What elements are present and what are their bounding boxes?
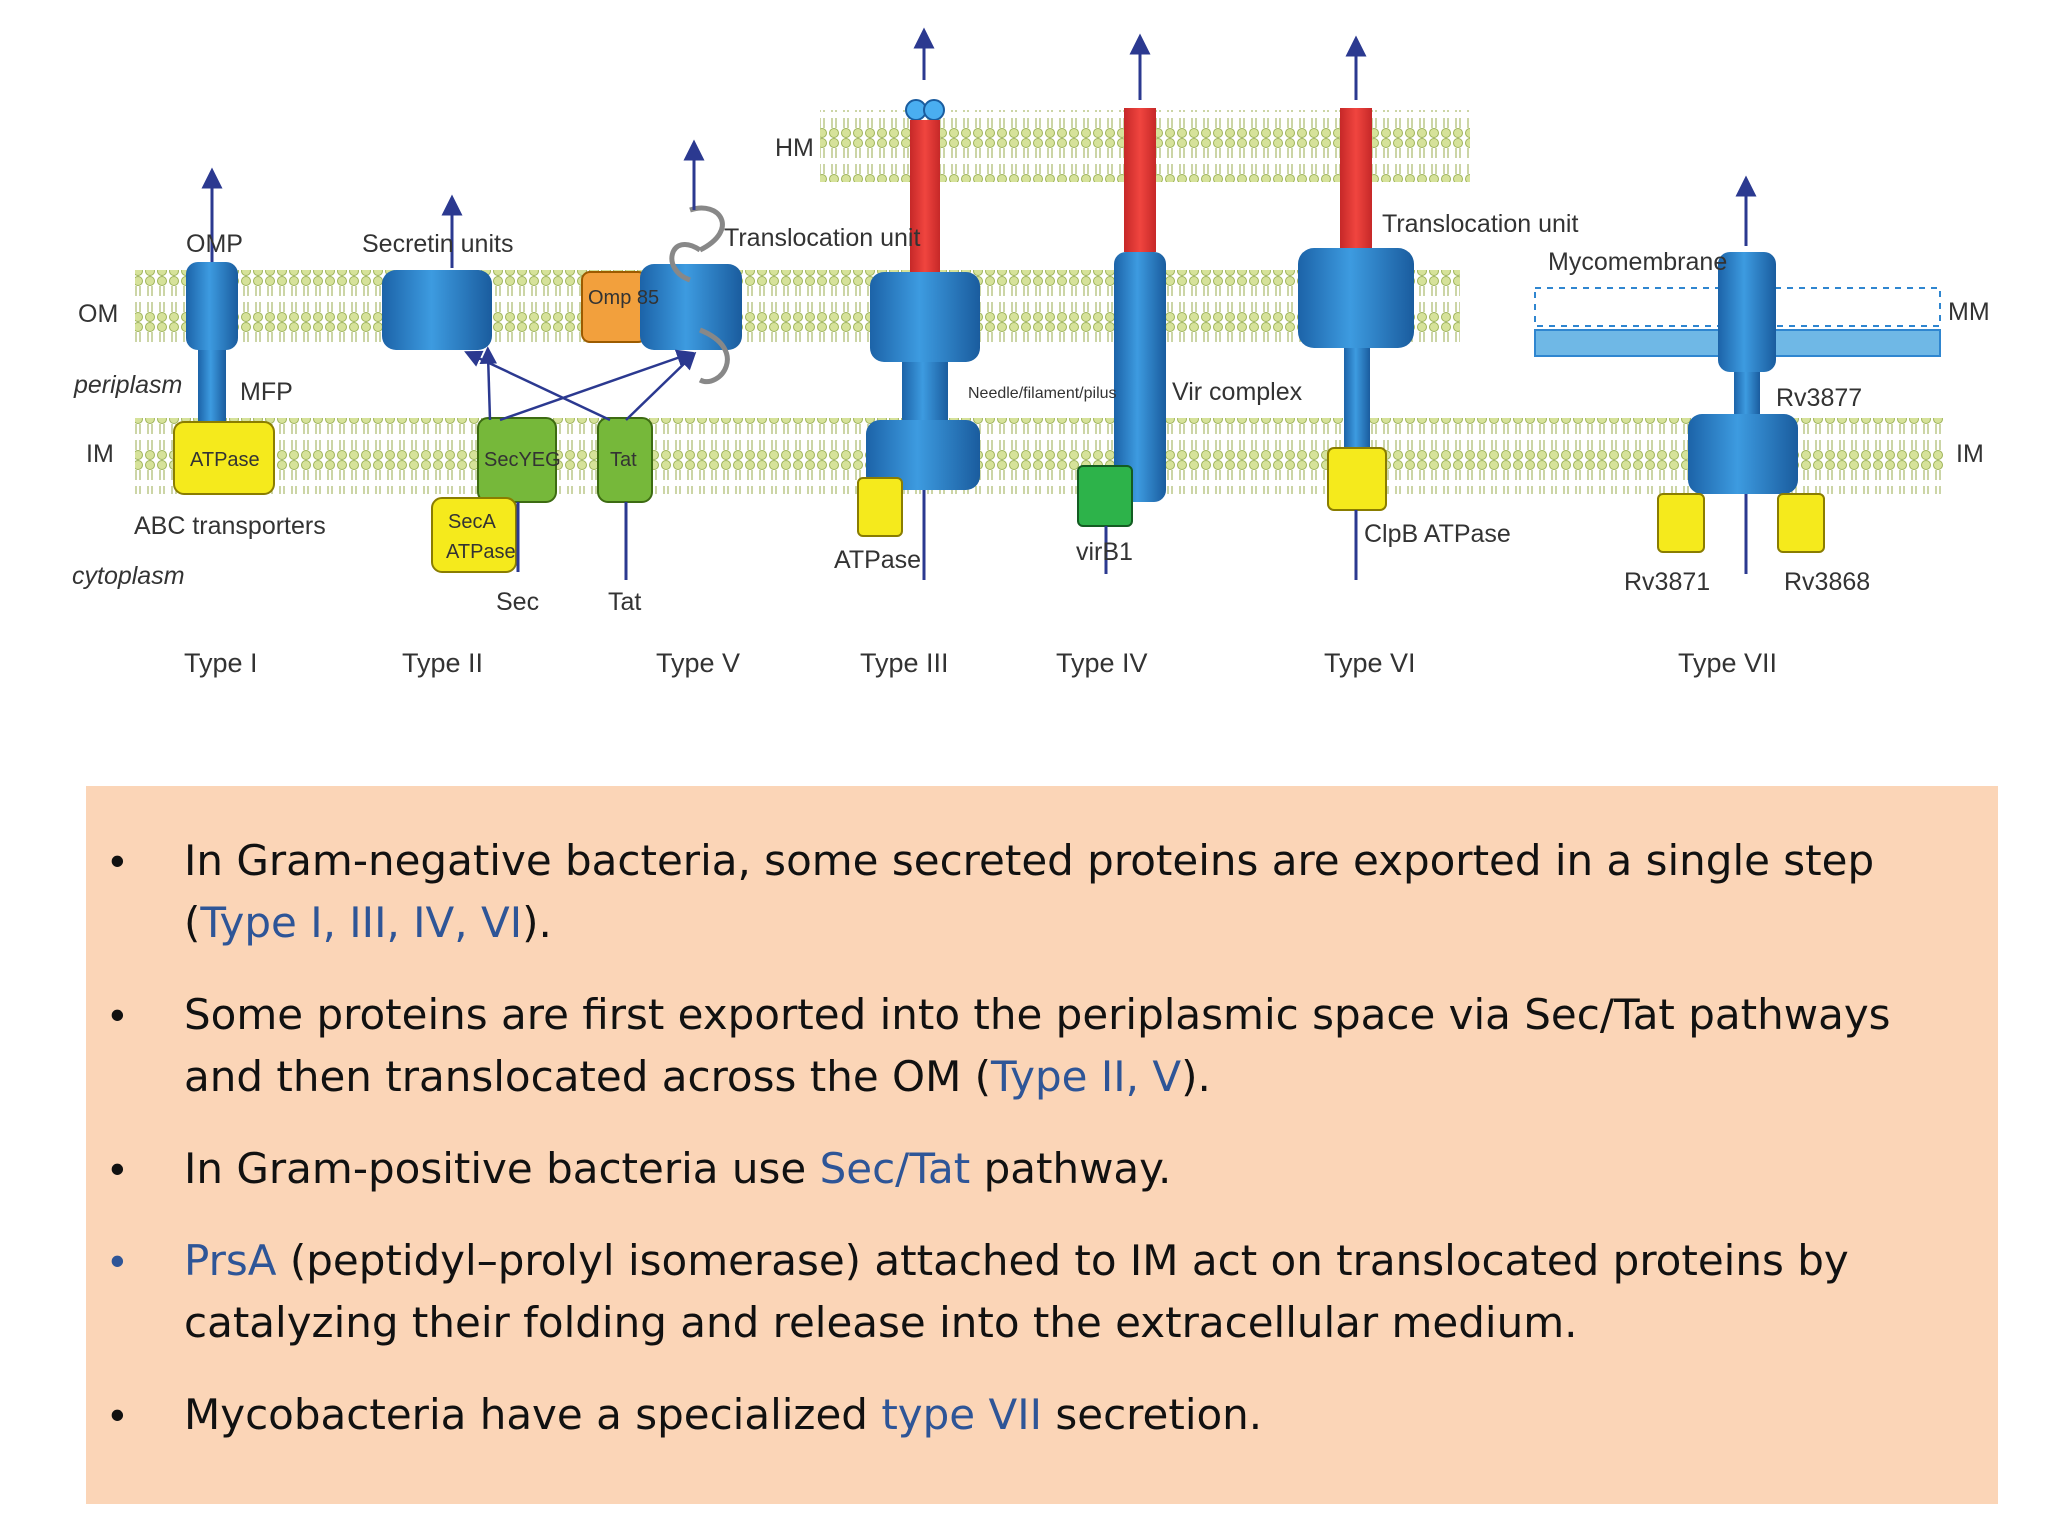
label-rv3877: Rv3877 [1776,384,1862,412]
bullet-text: Some proteins are first exported into th… [184,990,1891,1101]
label-seca-1: SecA [448,511,496,533]
label-secretin: Secretin units [362,230,513,258]
omp-channel [186,262,238,350]
type-label: Type I [184,648,258,678]
label-seca-2: ATPase [446,541,516,563]
bullet-dot: • [110,1391,125,1438]
bullet-item: • In Gram-negative bacteria, some secret… [86,830,1958,954]
type7-shaft [1734,372,1760,416]
vir-complex [1114,252,1166,502]
label-atpase-type3: ATPase [834,546,921,574]
type3-rod [902,362,948,420]
rv3868-box [1777,493,1825,553]
label-hm: HM [775,134,814,162]
needle-tip-right [923,99,945,121]
label-tat-box: Tat [610,449,637,471]
label-rv3868: Rv3868 [1784,568,1870,596]
atpase-type3 [857,477,903,537]
label-needle: Needle/filament/pilus [968,385,1117,402]
secretin-units [382,270,492,350]
bullet-text: In Gram-negative bacteria, some secreted… [184,836,1875,947]
im-membrane [135,418,1945,494]
type-label: Type IV [1056,648,1148,678]
clpb-atpase-box [1327,447,1387,511]
bullet-box: • In Gram-negative bacteria, some secret… [86,786,1998,1504]
label-atpase-type1: ATPase [190,449,260,471]
label-rv3871: Rv3871 [1624,568,1710,596]
label-virb1: virB1 [1076,538,1133,566]
label-clpb: ClpB ATPase [1364,520,1511,548]
virb1-box [1077,465,1133,527]
bullet-text: PrsA (peptidyl–prolyl isomerase) attache… [184,1236,1849,1347]
label-abc: ABC transporters [134,512,326,540]
label-omp85: Omp 85 [588,287,659,309]
type3-im-ring [866,420,980,490]
type6-shaft [1344,348,1370,458]
bullet-item: • In Gram-positive bacteria use Sec/Tat … [86,1138,1958,1200]
needle-red [910,120,940,272]
label-translocation-vi: Translocation unit [1382,210,1578,238]
label-om: OM [78,300,118,328]
bullet-text: In Gram-positive bacteria use Sec/Tat pa… [184,1144,1172,1193]
tube-red [1340,108,1372,248]
type3-om-ring [870,272,980,362]
mfp-channel [198,350,226,422]
pilus-red [1124,108,1156,252]
type-label: Type VI [1324,648,1416,678]
label-mm: MM [1948,298,1990,326]
translocation-unit-v [640,264,742,350]
label-im-left: IM [86,440,114,468]
label-tat: Tat [608,588,641,616]
label-mycomembrane: Mycomembrane [1548,248,1727,276]
atpase-type1 [173,421,275,495]
label-sec: Sec [496,588,539,616]
label-mfp: MFP [240,378,293,406]
type-label: Type V [656,648,740,678]
label-omp: OMP [186,230,243,258]
type7-mm-channel [1718,252,1776,372]
translocation-unit-vi [1298,248,1414,348]
om-membrane [135,270,1460,346]
rv3871-box [1657,493,1705,553]
bullet-text: Mycobacteria have a specialized type VII… [184,1390,1263,1439]
bullet-item: • Some proteins are first exported into … [86,984,1958,1108]
type7-im-complex [1688,414,1798,494]
label-cytoplasm: cytoplasm [72,562,185,590]
bullet-dot: • [110,1237,125,1284]
secretion-systems-diagram: HM OM periplasm IM cytoplasm MM IM OMP M… [72,27,1990,678]
label-vir-complex: Vir complex [1172,378,1303,406]
bullet-item: • PrsA (peptidyl–prolyl isomerase) attac… [86,1230,1958,1354]
label-translocation-v: Translocation unit [724,224,920,252]
bullet-item: • Mycobacteria have a specialized type V… [86,1384,1958,1446]
label-secyeg: SecYEG [484,449,561,471]
bullet-dot: • [110,837,125,884]
label-im-right: IM [1956,440,1984,468]
label-periplasm: periplasm [73,371,182,399]
type-label: Type III [860,648,949,678]
type-label: Type VII [1678,648,1777,678]
type-label: Type II [402,648,483,678]
seca-atpase-box [431,497,517,573]
bullet-dot: • [110,991,125,1038]
bullet-dot: • [110,1145,125,1192]
